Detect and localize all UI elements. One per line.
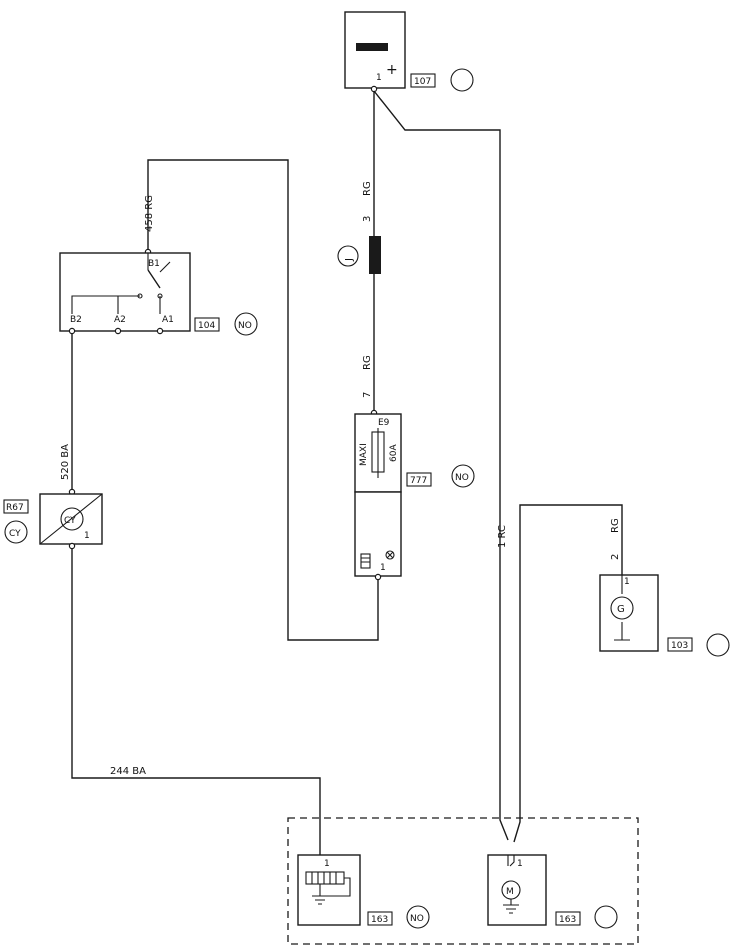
battery-polarity: + [386,62,398,78]
wire-244-label: 244 BA [110,766,146,777]
terminal-b2: B2 [70,315,82,325]
ignition-switch-box [59,252,191,332]
battery: 1 + 107 [344,11,474,92]
alternator-symbol: G [617,604,625,615]
fuse-box-code-circle [451,464,475,488]
connector-j [369,236,381,274]
fuse-box-number-box [406,472,432,487]
terminal-a2: A2 [114,315,126,325]
battery-code-circle [450,68,474,92]
alternator-code-circle [706,633,730,657]
alternator-number-box [667,637,693,652]
wire-244 [71,548,321,855]
connector-j-label: J [344,258,355,262]
wire-520-label: 520 BA [60,444,71,480]
wire-458 [147,159,379,641]
wire-1 [373,90,509,841]
ignition-switch-number: 104 [198,321,215,331]
solenoid-number-box [367,911,393,926]
starter-motor-number: 163 [559,915,576,925]
wire-1-label: 1 RC [497,525,508,548]
ignition-switch-contact [147,269,161,289]
starter-motor-box [487,854,547,926]
fuse-box: E9 MAXI 60A 1 777 NO [354,413,475,577]
battery-terminal: 1 [376,73,382,83]
wire-3-label: 3 [362,216,373,222]
alternator: 1 G 103 [599,574,730,657]
ignition-switch-code-circle [234,312,258,336]
alternator-symbol-circle [610,596,634,620]
wire-7-label: 7 [362,392,373,398]
relay-cy-code-circle [4,520,28,544]
wire-2-label: 2 [610,554,621,560]
connector-j-circle [337,245,359,267]
relay-cy-label: CY [64,516,76,526]
fuse-box-terminal: 1 [380,563,386,573]
ignition-switch-code: NO [238,321,252,331]
solenoid-code-circle [406,905,430,929]
relay-cy-terminal: 1 [84,531,90,541]
alternator-number: 103 [671,641,688,651]
battery-number: 107 [414,77,431,87]
fuse-id: E9 [378,418,390,428]
fuse-box-lamp-icon [385,550,395,560]
wire-7-color: RG [362,355,373,370]
alternator-box [599,574,659,652]
starter-motor-code-circle [594,905,618,929]
battery-number-box [410,73,436,88]
wire-3-color: RG [362,181,373,196]
starter-solenoid: 1 163 NO [297,854,430,929]
alternator-terminal: 1 [624,577,630,587]
wire-458-label: 458 RG [144,195,155,232]
starter-motor-number-box [555,911,581,926]
starter-motor: 1 M 163 [487,854,618,929]
fuse-box-lower [354,491,402,577]
svg-text:RG: RG [362,181,373,196]
starter-motor-terminal: 1 [517,859,523,869]
solenoid-coil-icon [305,871,351,905]
relay-cy-code: CY [9,529,21,539]
starter-group-dashed-box [287,817,639,945]
ignition-switch-number-box [194,317,220,332]
solenoid-number: 163 [371,915,388,925]
starter-motor-symbol: M [506,887,514,897]
fuse-type: MAXI [359,443,369,466]
relay-cy: CY 1 R67 CY [3,493,103,545]
terminal-b1: B1 [148,259,160,269]
wire-2-color: RG [610,518,621,533]
solenoid-code: NO [410,914,424,924]
wire-2 [513,504,623,843]
terminal-a1: A1 [162,315,174,325]
fuse-box-code: NO [455,473,469,483]
battery-symbol [356,43,388,51]
fuse-box-number: 777 [410,476,427,486]
fuse-box-coil-icon [360,553,371,569]
relay-cy-ref-box [3,499,29,514]
relay-cy-ref: R67 [6,503,24,513]
solenoid-terminal: 1 [324,859,330,869]
fuse-rating: 60A [389,444,399,462]
svg-text:3: 3 [362,216,373,222]
ignition-switch: B1 B2 A2 A1 104 NO [59,252,258,336]
